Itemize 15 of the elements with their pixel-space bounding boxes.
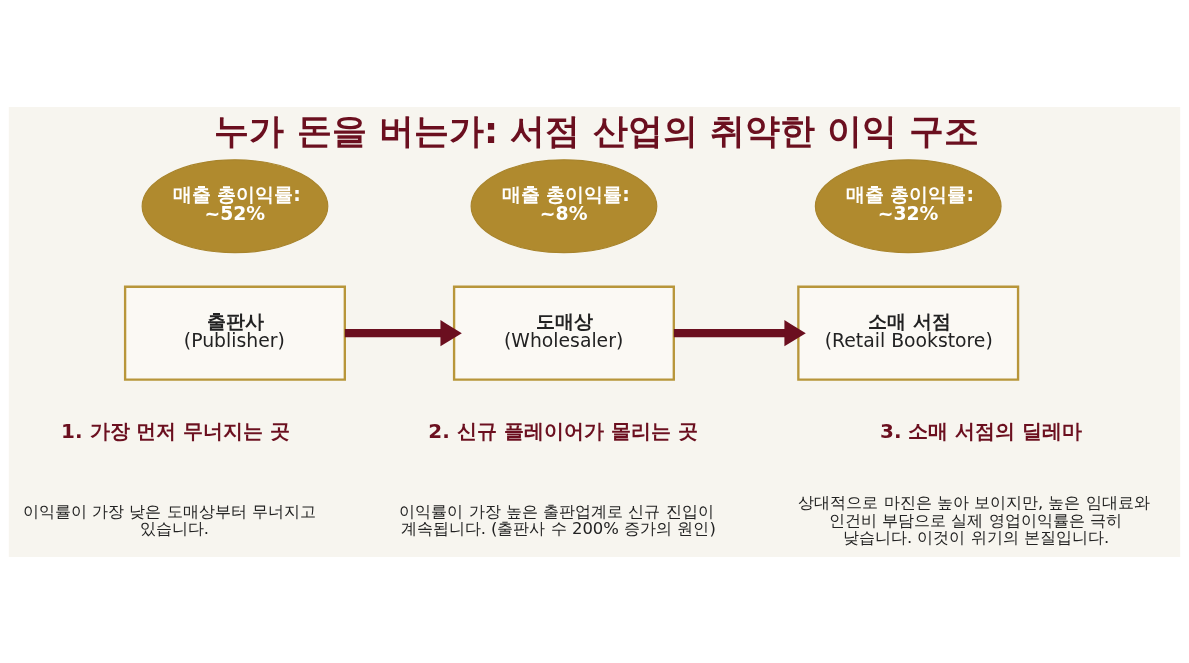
node-box: 도매상 (Wholesaler) — [452, 285, 675, 381]
label: 3. 소매 서점의 딜레마 — [880, 418, 1083, 443]
label: 이익률이 가장 낮은 도매상부터 무너지고 있습니다. — [22, 501, 316, 538]
label: 이익률이 가장 높은 출판업계로 신규 진입이 계속됩니다. (출판사 수 200% 증가의 원인) — [399, 501, 716, 538]
node-ellipse: 매출 총이익률: ~8% — [470, 158, 658, 253]
node-ellipse: 매출 총이익률: ~32% — [814, 158, 1002, 253]
arrow — [344, 319, 462, 346]
label: 상대적으로 마진은 높아 보이지만, 높은 임대료와 인건비 부담으로 실제 영업이익률은 극히 낮습니다. 이것이 위기의 본질입니다. — [798, 492, 1150, 547]
node-box: 출판사 (Publisher) — [123, 285, 346, 381]
label: 2. 신규 플레이어가 몰리는 곳 — [428, 418, 698, 443]
arrow — [673, 319, 806, 346]
label: 1. 가장 먼저 무너지는 곳 — [61, 418, 291, 443]
node-ellipse: 매출 총이익률: ~52% — [141, 158, 329, 253]
diagram-title: 누가 돈을 버는가: 서점 산업의 취약한 이익 구조 — [214, 109, 980, 151]
node-box: 소매 서점 (Retail Bookstore) — [797, 285, 1020, 381]
